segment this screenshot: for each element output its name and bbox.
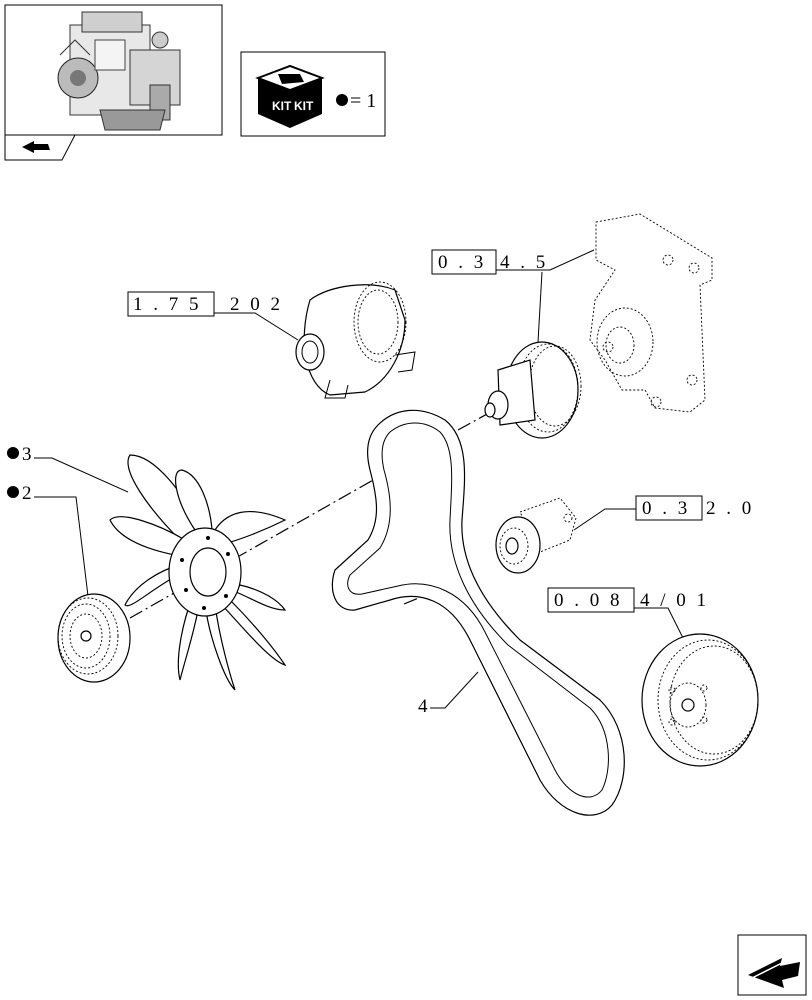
kit-bullet-icon: [336, 94, 348, 106]
belt-tensioner: [495, 497, 577, 574]
callout-alternator-ref: 1 . 7 5: [133, 294, 202, 315]
kit-legend-value: = 1: [350, 90, 376, 112]
svg-text:2: 2: [22, 483, 35, 504]
engine-thumbnail-illustration: [57, 11, 181, 131]
callout-tensioner-suffix: 2 . 0: [706, 498, 754, 519]
callout-water-pump-ref: 0 . 3: [438, 252, 486, 273]
callout-water-pump[interactable]: 0 . 3 4 . 5: [431, 249, 595, 343]
callout-tensioner-ref: 0 . 3: [642, 498, 690, 519]
callout-alternator[interactable]: 1 . 7 5 2 0 2: [127, 291, 299, 341]
svg-text:4: 4: [418, 696, 431, 717]
fan-pulley: [57, 593, 131, 683]
serpentine-belt: [331, 409, 625, 816]
crankshaft-pulley: [641, 633, 759, 767]
item-label-fan[interactable]: 3: [7, 444, 129, 493]
kit-bullet-icon: [7, 486, 19, 498]
callout-crank-pulley-ref: 0 . 0 8: [554, 590, 623, 611]
callout-water-pump-suffix: 4 . 5: [500, 252, 548, 273]
water-pump-bracket: [589, 213, 713, 413]
cooling-fan: [109, 454, 287, 691]
kit-label-left: KIT: [272, 99, 292, 113]
callout-crank-pulley[interactable]: 0 . 0 8 4 / 0 1: [547, 587, 709, 641]
kit-legend: KIT KIT = 1: [240, 51, 386, 137]
next-page-button[interactable]: [737, 934, 807, 996]
svg-text:3: 3: [22, 444, 35, 465]
engine-thumbnail[interactable]: [4, 4, 223, 136]
callout-tensioner[interactable]: 0 . 3 2 . 0: [573, 495, 754, 531]
item-label-belt[interactable]: 4: [418, 671, 479, 717]
alternator: [295, 281, 416, 399]
kit-box-icon: KIT KIT: [255, 64, 325, 128]
item-label-fan-pulley[interactable]: 2: [7, 483, 89, 597]
callout-alternator-suffix: 2 0 2: [230, 294, 283, 315]
next-page-arrow-icon: [748, 958, 800, 988]
water-pump-pulley: [484, 341, 582, 439]
previous-page-arrow-icon: [22, 141, 50, 153]
previous-page-button[interactable]: [4, 134, 76, 161]
kit-label-right: KIT: [294, 99, 314, 113]
kit-bullet-icon: [7, 447, 19, 459]
callout-crank-pulley-suffix: 4 / 0 1: [640, 590, 709, 611]
